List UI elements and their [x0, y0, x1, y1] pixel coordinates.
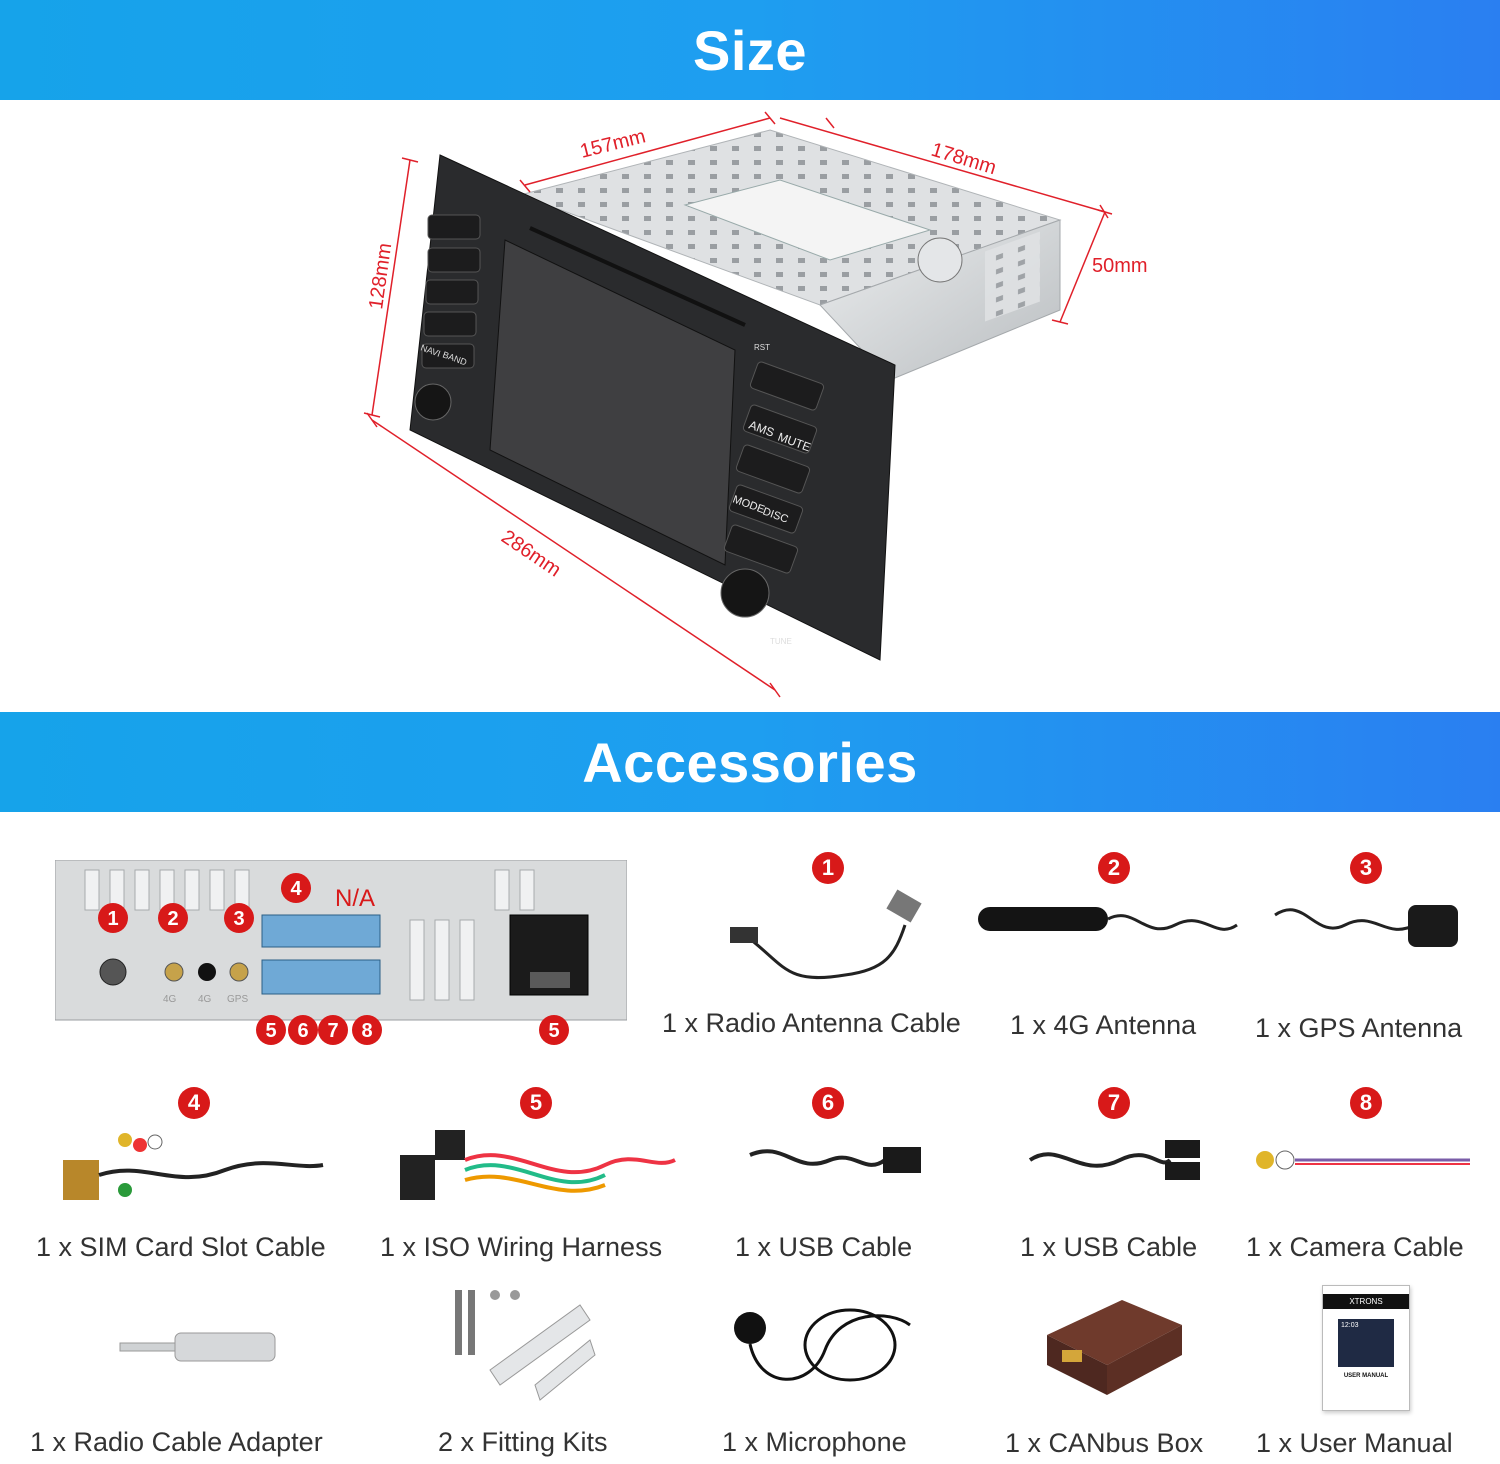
- badge-5: 5: [520, 1087, 552, 1119]
- dim-178: 178mm: [929, 139, 999, 180]
- port-mic: [198, 963, 216, 981]
- tune-label: TUNE: [770, 637, 792, 646]
- label-camera-cable: 1 x Camera Cable: [1246, 1232, 1464, 1262]
- radio-antenna-cable-icon: [730, 889, 922, 980]
- dim-50: 50mm: [1092, 255, 1148, 277]
- label-radio-antenna-cable: 1 x Radio Antenna Cable: [662, 1008, 961, 1038]
- user-manual-icon: XTRONS 12:03 USER MANUAL: [1322, 1285, 1410, 1411]
- marker-4: 4: [290, 878, 302, 900]
- label-usb-cable-2: 1 x USB Cable: [1020, 1232, 1198, 1262]
- back-panel: 4G 4G GPS 1 2 3 4 5 6 7 8 5 N/A: [54, 859, 628, 1045]
- badge-1: 1: [812, 852, 844, 884]
- label-user-manual: 1 x User Manual: [1256, 1428, 1453, 1458]
- connector-4: [261, 914, 381, 948]
- label-iso-harness: 1 x ISO Wiring Harness: [380, 1232, 663, 1262]
- label-gps-antenna: 1 x GPS Antenna: [1255, 1013, 1463, 1043]
- label-canbus-box: 1 x CANbus Box: [1005, 1428, 1204, 1458]
- badge-4: 4: [178, 1087, 210, 1119]
- badge-2: 2: [1098, 852, 1130, 884]
- label-sim-card-cable: 1 x SIM Card Slot Cable: [36, 1232, 326, 1262]
- sim-card-cable-icon: [63, 1133, 324, 1200]
- fitting-kits-icon: [455, 1290, 596, 1401]
- dim-286: 286mm: [497, 526, 565, 582]
- marker-5-iso: 5: [548, 1020, 559, 1042]
- port-label-4g-2: 4G: [198, 994, 212, 1005]
- dim-128: 128mm: [365, 242, 396, 311]
- dimension-lines: [363, 111, 1113, 698]
- port-3: [229, 962, 249, 982]
- canbus-box-icon: [1047, 1300, 1182, 1395]
- label-usb-cable-1: 1 x USB Cable: [735, 1232, 913, 1262]
- badge-3: 3: [1350, 852, 1382, 884]
- badge-6: 6: [812, 1087, 844, 1119]
- label-fitting-kits: 2 x Fitting Kits: [438, 1427, 608, 1457]
- badge-8: 8: [1350, 1087, 1382, 1119]
- radio-adapter-icon: [119, 1332, 276, 1362]
- dual-usb-cable-icon: [1028, 1140, 1200, 1180]
- size-title: Size: [692, 18, 808, 82]
- marker-5: 5: [265, 1020, 276, 1042]
- marker-3: 3: [233, 908, 244, 930]
- dim-157: 157mm: [578, 125, 648, 162]
- left-buttons: [421, 214, 481, 369]
- usb-cable-icon: [749, 1147, 921, 1173]
- badge-7: 7: [1098, 1087, 1130, 1119]
- head-unit-drawing: NAVI BAND AMS MUTE MODE DISC RST TUNE: [363, 111, 1148, 698]
- connector-5-8: [261, 959, 381, 995]
- size-drawing: NAVI BAND AMS MUTE MODE DISC RST TUNE: [0, 100, 1500, 712]
- marker-6: 6: [297, 1020, 308, 1042]
- 4g-antenna-icon: [978, 907, 1238, 931]
- manual-brand: XTRONS: [1323, 1294, 1409, 1309]
- label-radio-adapter: 1 x Radio Cable Adapter: [30, 1427, 323, 1457]
- chassis-sticker: [683, 179, 932, 261]
- size-banner: Size: [0, 0, 1500, 100]
- back-panel-drawing: 4G 4G GPS 1 2 3 4 5 6 7 8 5 N/A: [54, 859, 628, 1045]
- camera-cable-icon: [1256, 1150, 1470, 1170]
- manual-time: 12:03: [1341, 1322, 1359, 1329]
- accessories-title: Accessories: [582, 730, 918, 794]
- accessories-banner: Accessories: [0, 712, 1500, 812]
- manual-screen: 12:03: [1338, 1319, 1394, 1367]
- iso-harness-icon: [400, 1130, 676, 1200]
- marker-2: 2: [167, 908, 178, 930]
- left-knob: [414, 383, 452, 421]
- marker-7: 7: [327, 1020, 338, 1042]
- port-1: [99, 958, 127, 986]
- label-microphone: 1 x Microphone: [722, 1427, 907, 1457]
- marker-8: 8: [361, 1020, 372, 1042]
- port-label-gps: GPS: [227, 994, 248, 1005]
- gps-antenna-icon: [1274, 905, 1458, 947]
- manual-title: USER MANUAL: [1343, 1373, 1389, 1379]
- microphone-icon: [734, 1308, 911, 1382]
- label-4g-antenna: 1 x 4G Antenna: [1010, 1010, 1197, 1040]
- right-knob: [720, 568, 770, 618]
- marker-1: 1: [107, 908, 118, 930]
- right-buttons: [723, 361, 825, 574]
- chassis-logo: [917, 237, 963, 283]
- rst-label: RST: [754, 343, 770, 352]
- marker-na: N/A: [335, 885, 375, 912]
- port-label-4g-1: 4G: [163, 994, 177, 1005]
- screen: [489, 239, 736, 566]
- port-2: [164, 962, 184, 982]
